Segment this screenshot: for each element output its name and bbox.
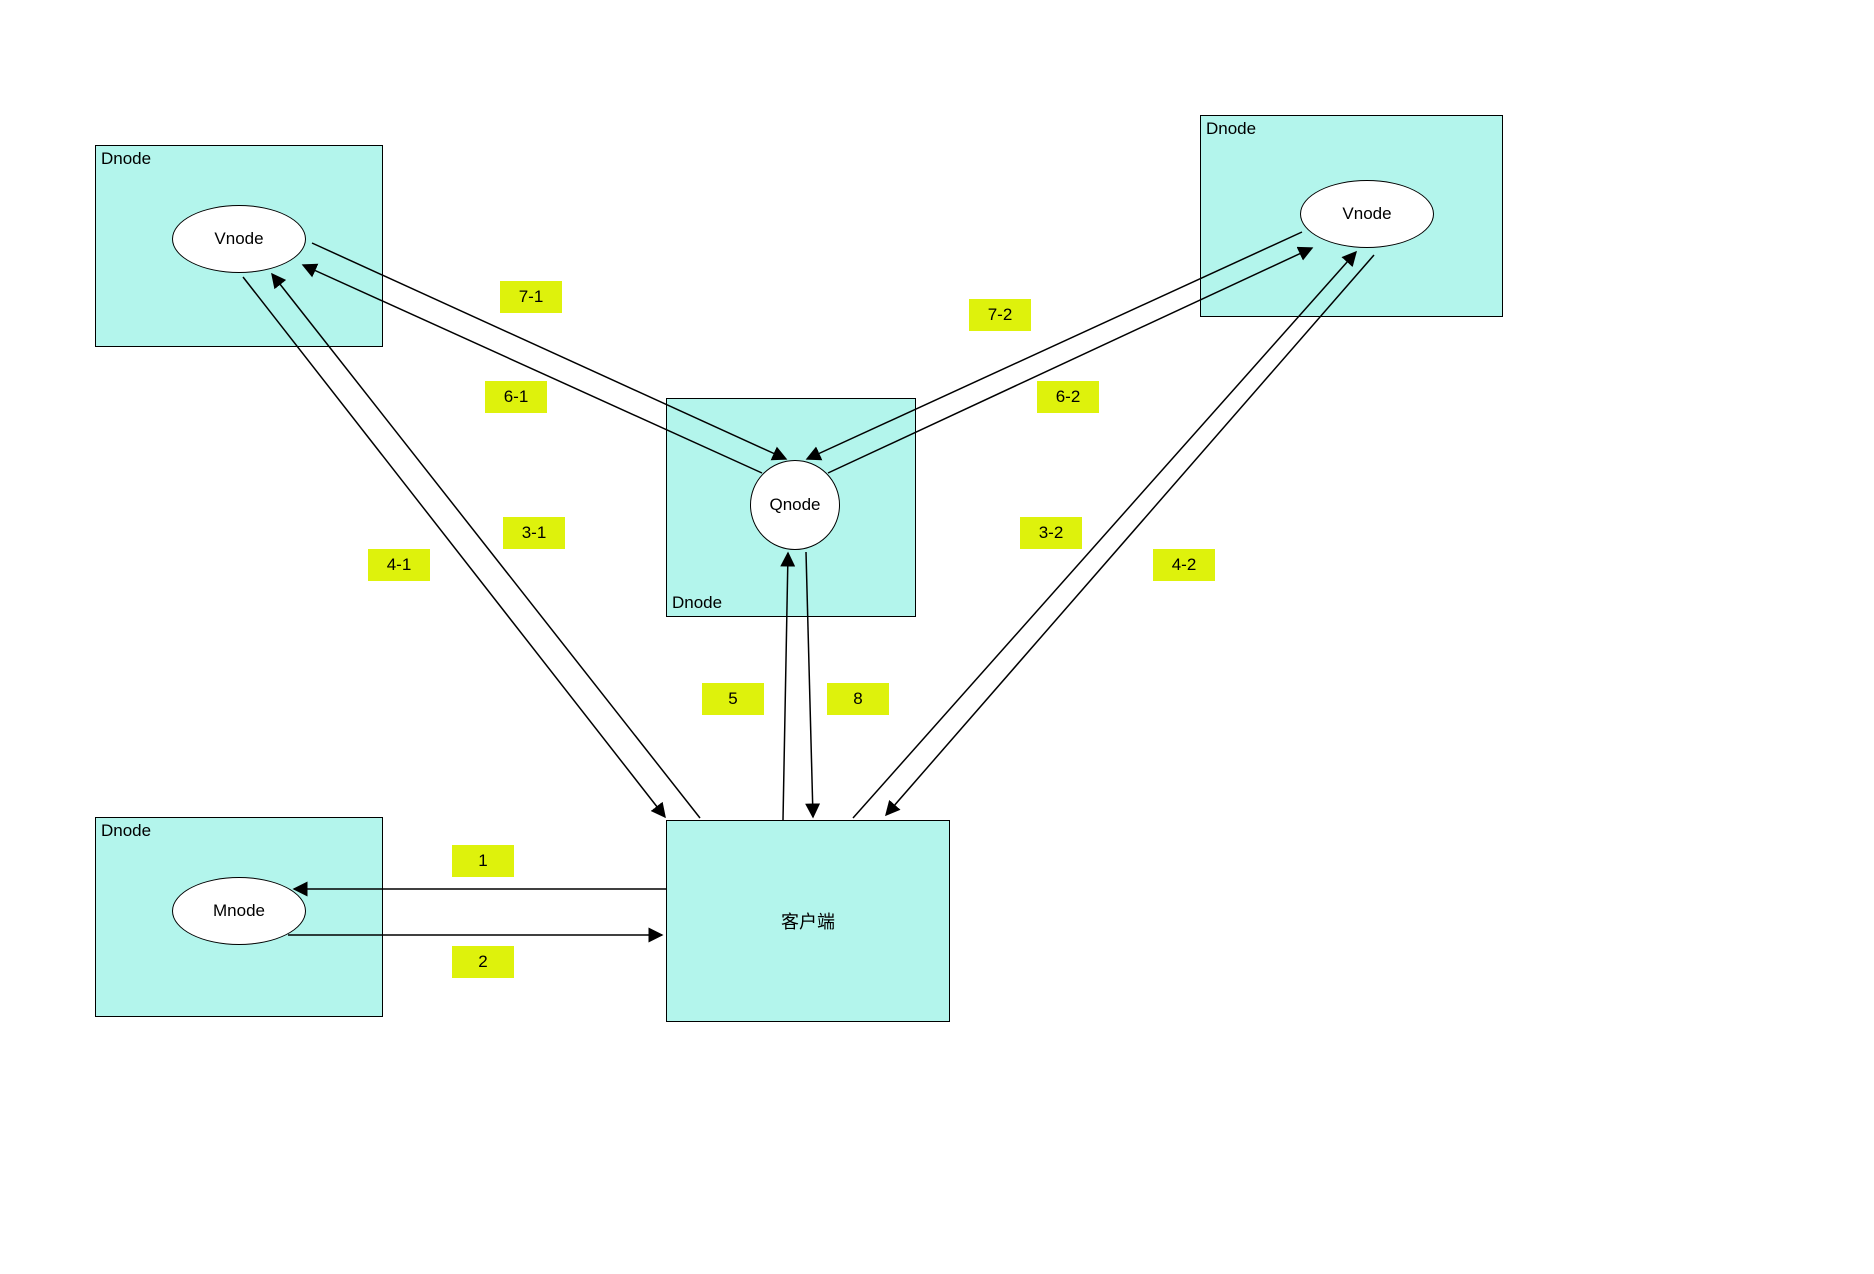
edge-label-5: 5 [702,683,764,715]
mnode: Mnode [172,877,306,945]
edge-label-6-1: 6-1 [485,381,547,413]
qnode-label: Qnode [769,495,821,514]
edge-label-3-1: 3-1 [503,517,565,549]
edge-label-7-2: 7-2 [969,299,1031,331]
edge-label-7-1: 7-1 [500,281,562,313]
arrow-4-1-vnode-left-to-client [242,276,666,819]
edge-label-8: 8 [827,683,889,715]
edge-label-2: 2 [452,946,514,978]
dnode-top-right-title: Dnode [1206,119,1257,138]
edge-label-3-2: 3-2 [1020,517,1082,549]
client-title: 客户端 [781,912,835,932]
client-box: 客户端 [666,820,950,1022]
edge-label-4-1: 4-1 [368,549,430,581]
vnode-top-left: Vnode [172,205,306,273]
edge-label-6-2: 6-2 [1037,381,1099,413]
mnode-label: Mnode [213,901,265,920]
dnode-bottom-left-title: Dnode [101,821,152,840]
arrow-3-1-client-to-vnode-left [271,272,701,819]
edge-label-1: 1 [452,845,514,877]
edge-label-4-2: 4-2 [1153,549,1215,581]
vnode-top-right: Vnode [1300,180,1434,248]
qnode: Qnode [750,460,840,550]
dnode-top-left-title: Dnode [101,149,152,168]
vnode-top-right-label: Vnode [1342,204,1392,223]
vnode-top-left-label: Vnode [214,229,264,248]
arrow-3-2-client-to-vnode-right [852,250,1357,819]
arrow-4-2-vnode-right-to-client [885,254,1375,817]
dnode-middle-title: Dnode [672,593,723,612]
